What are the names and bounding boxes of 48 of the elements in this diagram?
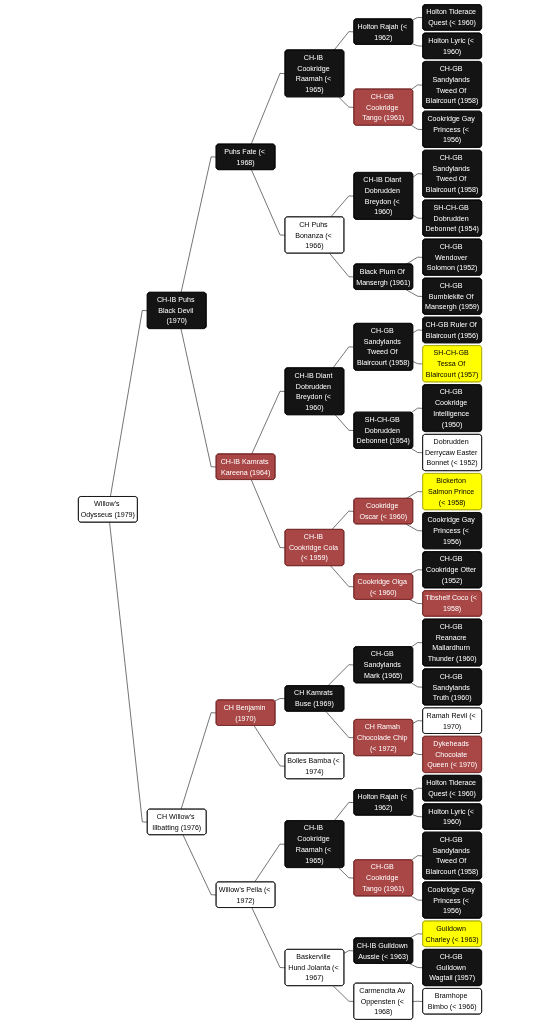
connector [411,855,424,861]
connector [110,310,148,498]
connector [254,843,286,883]
connector [411,895,424,901]
connector [335,414,355,431]
connector [343,950,355,954]
connector [412,1000,424,1002]
connector [412,43,424,47]
connector [409,569,424,575]
connector [327,664,355,687]
connector [411,125,424,130]
connector [412,214,424,219]
connector [338,867,355,879]
connector [412,173,424,178]
connector [253,725,286,767]
connector [333,31,355,51]
connector [405,289,424,297]
connector [251,907,286,969]
connector [251,169,286,236]
connector [325,711,355,739]
connector [412,361,424,365]
connector [109,522,148,823]
connector [412,787,424,791]
connector [409,933,424,939]
connector [251,390,286,455]
connector [411,407,424,413]
connector [411,642,424,648]
connector [274,698,286,702]
connector [180,712,217,810]
connector [409,963,424,969]
connector [411,448,424,454]
connector [332,985,355,1002]
connector [411,84,424,90]
connector [332,346,355,369]
connector [412,720,424,724]
connector [329,253,355,278]
connector [333,802,355,822]
connector [180,328,217,468]
connector [412,329,424,333]
connector [182,834,217,896]
connector [411,682,424,688]
connector [412,17,424,21]
connector [412,814,424,818]
connector [330,195,355,218]
connector [250,73,286,145]
connector [180,156,217,293]
connector [405,523,424,532]
connector [338,96,355,108]
